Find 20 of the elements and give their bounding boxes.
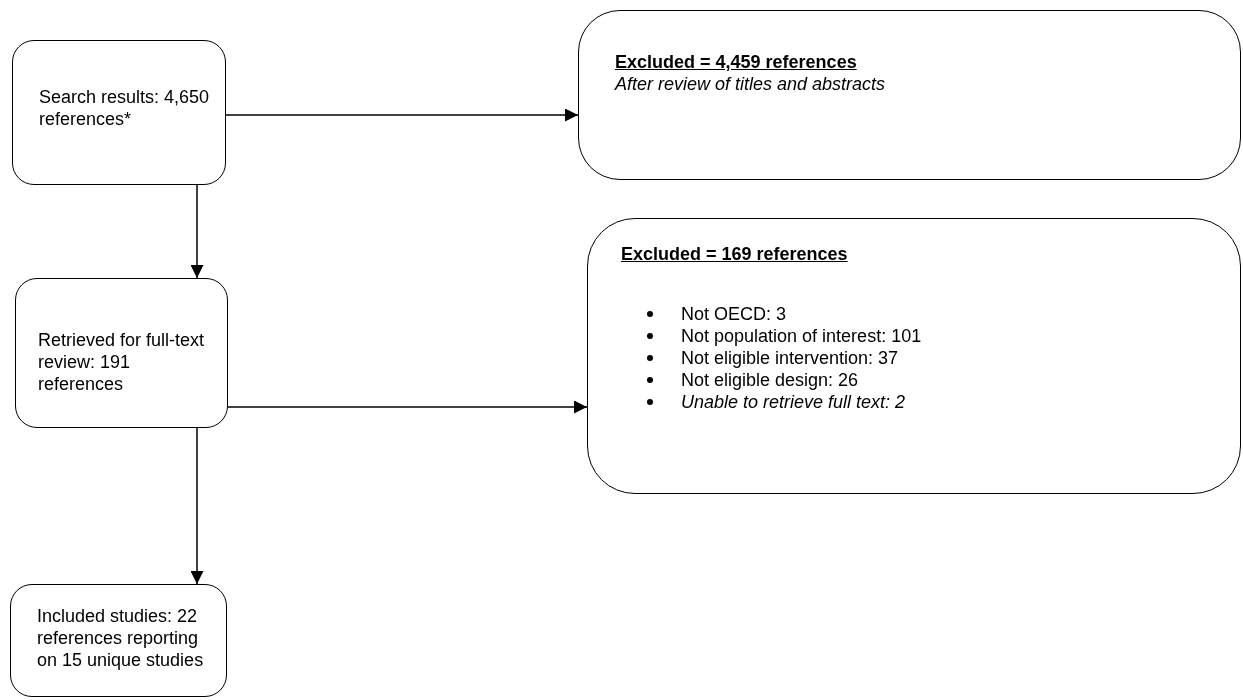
- list-item: Not population of interest: 101: [681, 326, 922, 346]
- arrow: [227, 400, 588, 414]
- box-text: Search results: 4,650 references*: [39, 86, 211, 130]
- process-box: [15, 278, 228, 428]
- process-box: [12, 40, 226, 185]
- list-item: Unable to retrieve full text: 2: [681, 392, 906, 412]
- arrow: [225, 108, 579, 122]
- box-text: After review of titles and abstracts: [615, 73, 887, 95]
- exclusion-box: [587, 218, 1241, 494]
- arrow: [190, 184, 204, 279]
- list-item: Not OECD: 3: [681, 304, 787, 324]
- heading: Excluded = 169 references: [621, 243, 849, 265]
- heading: Excluded = 4,459 references: [615, 51, 858, 73]
- box-text: Included studies: 22 references reporting on 15 unique studies: [37, 605, 205, 671]
- arrow: [190, 427, 204, 585]
- list-item: Not eligible intervention: 37: [681, 348, 899, 368]
- box-text: Retrieved for full-text review: 191 references: [38, 329, 206, 395]
- process-box: [10, 584, 227, 697]
- exclusion-box: [578, 10, 1241, 180]
- list-item: Not eligible design: 26: [681, 370, 859, 390]
